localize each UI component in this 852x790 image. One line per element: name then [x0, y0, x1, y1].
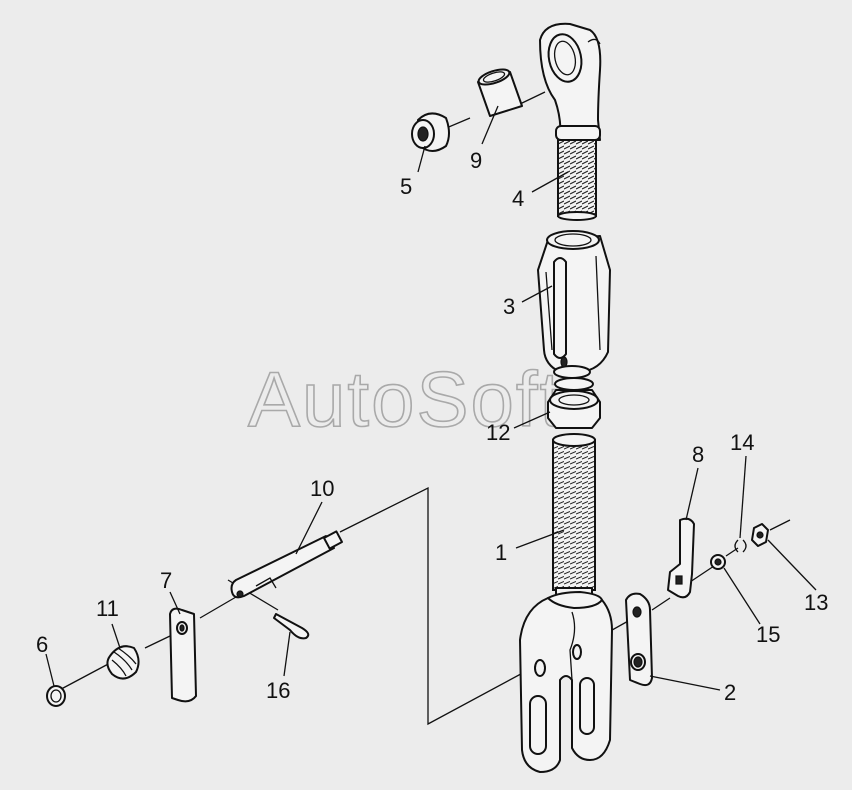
part-15-washer	[710, 554, 726, 570]
part-10-pin	[230, 530, 343, 599]
watermark-text: AutoSoft	[248, 355, 563, 443]
part-13-small-nut	[751, 523, 769, 547]
callout-11: 11	[96, 596, 119, 621]
callout-7: 7	[160, 568, 172, 593]
callout-12: 12	[486, 420, 510, 445]
part-5-ball-joint	[411, 112, 450, 152]
part-8-lock-plate	[667, 517, 695, 599]
part-2-plate	[625, 592, 653, 687]
callout-4: 4	[512, 186, 524, 211]
part-16-cotter-pin	[273, 613, 310, 640]
part-7-flat-link	[169, 607, 197, 703]
callout-16: 16	[266, 678, 290, 703]
part-14-spring-washer	[734, 539, 747, 553]
callout-9: 9	[470, 148, 482, 173]
callout-5: 5	[400, 174, 412, 199]
callout-15: 15	[756, 622, 780, 647]
part-12-nut	[547, 377, 601, 429]
part-6-washer-ring	[46, 685, 66, 707]
part-9-bushing	[477, 68, 523, 117]
callout-14: 14	[730, 430, 754, 455]
callout-13: 13	[804, 590, 828, 615]
callout-6: 6	[36, 632, 48, 657]
callout-1: 1	[495, 540, 507, 565]
callout-labels: 5 9 4 3 12 1 2 8 14 13 15 10 7 11 6 16	[36, 148, 828, 705]
callout-3: 3	[503, 294, 515, 319]
part-4-upper-eye-rod	[539, 22, 602, 221]
part-11-spring	[106, 645, 140, 680]
callout-2: 2	[724, 680, 736, 705]
callout-8: 8	[692, 442, 704, 467]
part-1-lower-fork	[519, 433, 613, 773]
leader-lines	[45, 105, 817, 691]
part-3-turnbuckle-body	[537, 230, 611, 379]
callout-10: 10	[310, 476, 334, 501]
